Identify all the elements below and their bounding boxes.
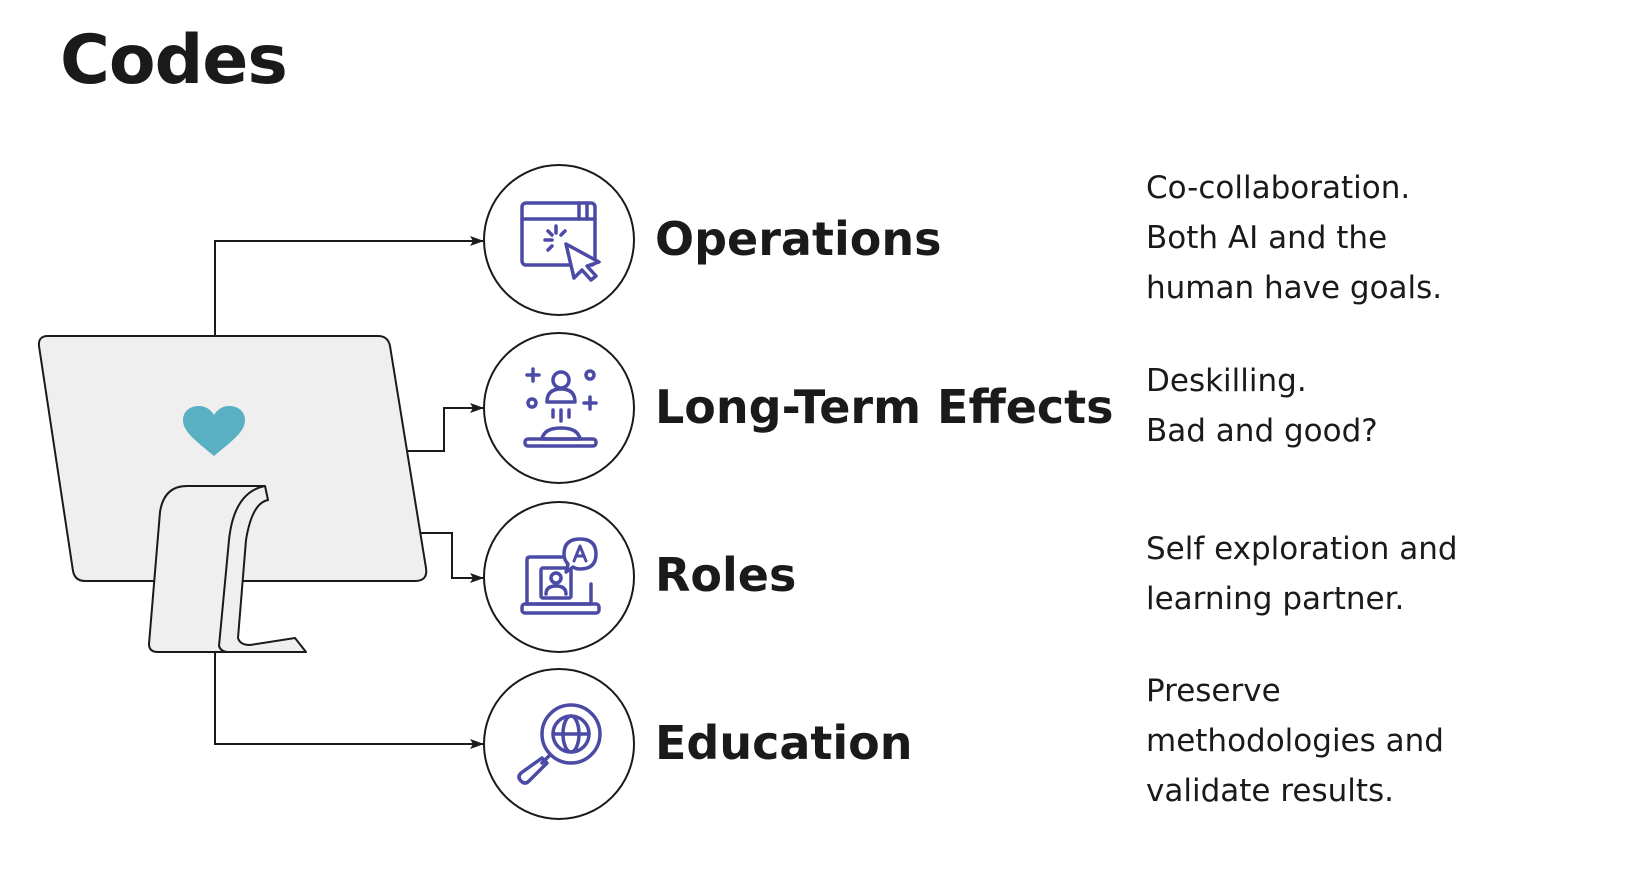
description-line: Bad and good? [1146,413,1378,449]
description-line: Both AI and the [1146,220,1388,256]
long-term-effects-node [483,332,635,484]
roles-circle [483,501,635,653]
code-label-education: Education [655,716,913,770]
description-line: Co-collaboration. [1146,170,1411,206]
operations-circle [483,164,635,316]
monitor-screen [37,335,428,582]
browser-click-icon [520,201,601,282]
description-line: Deskilling. [1146,363,1307,399]
page-title: Codes [60,21,288,100]
globe-search-icon [517,703,602,785]
laptop-assistant-icon [520,537,601,615]
growth-lamp-icon [523,367,598,448]
description-long-term-effects: Deskilling. Bad and good? [1146,356,1378,456]
arrow-long-term-effects [405,403,484,452]
roles-node [483,501,635,653]
description-line: human have goals. [1146,270,1443,306]
education-node [483,668,635,820]
description-line: Self exploration and [1146,531,1458,567]
code-label-operations: Operations [655,212,942,266]
code-label-long-term-effects: Long-Term Effects [655,380,1114,434]
arrow-education [214,652,484,749]
arrow-roles [420,532,484,583]
long-term-effects-circle [483,332,635,484]
connectors [214,236,484,749]
monitor-illustration [37,335,428,653]
heart-icon [182,406,246,456]
arrow-operations [214,236,484,336]
description-line: validate results. [1146,773,1395,809]
monitor-stand-inner-edge [217,485,266,653]
operations-node [483,164,635,316]
description-line: methodologies and [1146,723,1444,759]
monitor-stand [148,485,307,653]
code-label-roles: Roles [655,548,797,602]
description-line: learning partner. [1146,581,1405,617]
description-education: Preserve methodologies and validate resu… [1146,666,1444,816]
description-roles: Self exploration and learning partner. [1146,524,1458,624]
education-circle [483,668,635,820]
description-operations: Co-collaboration. Both AI and the human … [1146,163,1442,313]
description-line: Preserve [1146,673,1281,709]
